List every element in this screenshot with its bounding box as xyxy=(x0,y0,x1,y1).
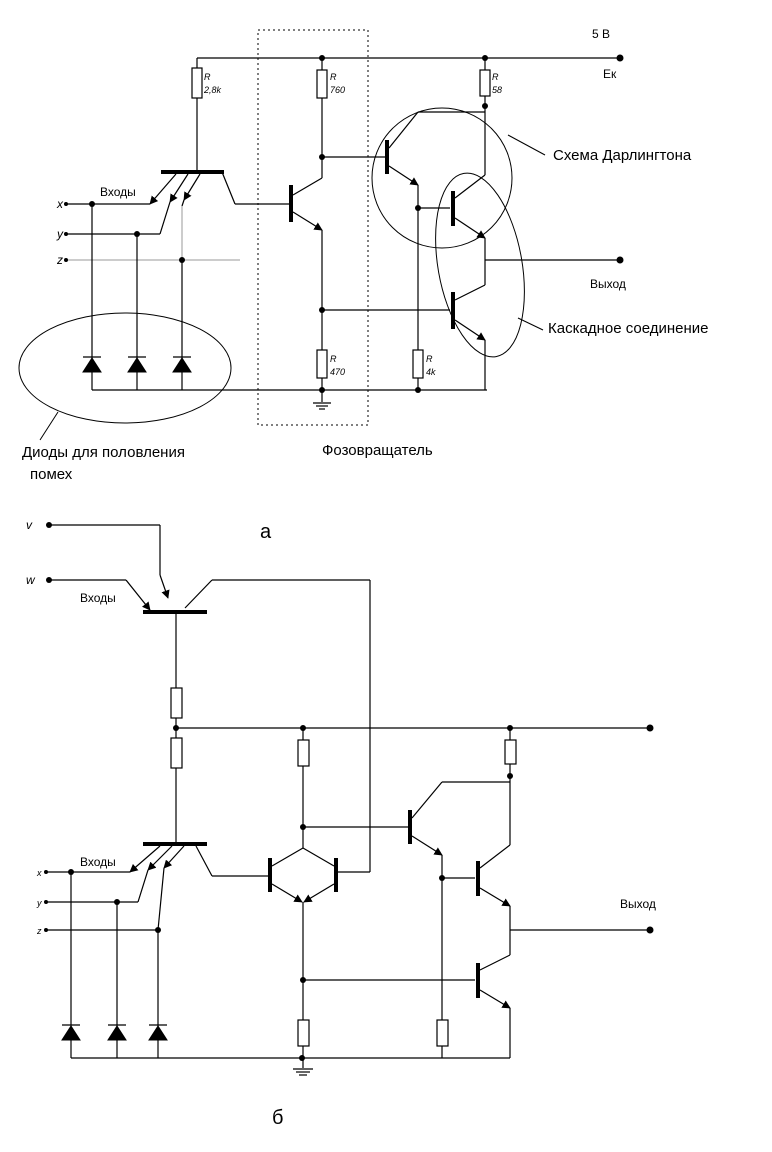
diodes-label-line2: помех xyxy=(30,466,73,483)
diode-b3 xyxy=(149,1025,167,1040)
input-v-label: v xyxy=(26,518,33,532)
output-terminal-a xyxy=(617,257,624,264)
resistor-b4 xyxy=(298,1020,309,1046)
resistor-r1-value: 2,8k xyxy=(203,85,222,95)
diode-a2 xyxy=(128,357,146,372)
phase-splitter-label: Фозовращатель xyxy=(322,442,433,459)
resistor-b2 xyxy=(171,738,182,768)
diode-a1 xyxy=(83,357,101,372)
supply-node-label: Ек xyxy=(603,67,617,81)
resistor-r5-value: 4k xyxy=(426,367,436,377)
supply-terminal xyxy=(617,55,624,62)
output-terminal-b xyxy=(647,927,654,934)
resistor-b6 xyxy=(505,740,516,764)
resistor-r3 xyxy=(480,70,490,96)
inputs-label-bottom: Входы xyxy=(80,855,116,869)
input-w-label: w xyxy=(26,573,36,587)
ground-icon xyxy=(313,403,331,409)
diode-a3 xyxy=(173,357,191,372)
resistor-r2-value: 760 xyxy=(330,85,345,95)
resistor-r2-name: R xyxy=(330,72,337,82)
darlington-circle xyxy=(372,108,512,248)
resistor-r1 xyxy=(192,68,202,98)
supply-voltage-label: 5 В xyxy=(592,27,610,41)
resistor-r1-name: R xyxy=(204,72,211,82)
inputs-label-top: Входы xyxy=(80,591,116,605)
resistor-b1 xyxy=(171,688,182,718)
inputs-label: Входы xyxy=(100,185,136,199)
output-label-a: Выход xyxy=(590,277,626,291)
resistor-r3-name: R xyxy=(492,72,499,82)
diodes-ellipse xyxy=(19,313,231,423)
resistor-r4 xyxy=(317,350,327,378)
resistor-b3 xyxy=(298,740,309,766)
ground-icon-b xyxy=(293,1069,313,1075)
input-x-label: x xyxy=(56,197,64,211)
input-z-label-b: z xyxy=(36,926,42,936)
resistor-r5-name: R xyxy=(426,354,433,364)
cascade-ellipse xyxy=(422,166,537,364)
darlington-label: Схема Дарлингтона xyxy=(553,147,692,164)
diagram-b: v w Входы Входы xyxy=(26,518,656,1129)
resistor-r3-value: 58 xyxy=(492,85,502,95)
cascade-label: Каскадное соединение xyxy=(548,320,709,337)
caption-a: а xyxy=(260,521,272,543)
resistor-r5 xyxy=(413,350,423,378)
phase-splitter-box xyxy=(258,30,368,425)
input-z-label: z xyxy=(56,253,63,267)
diode-b1 xyxy=(62,1025,80,1040)
resistor-r4-name: R xyxy=(330,354,337,364)
resistor-r4-value: 470 xyxy=(330,367,345,377)
supply-terminal-b xyxy=(647,725,654,732)
input-x-label-b: x xyxy=(36,868,42,878)
diode-b2 xyxy=(108,1025,126,1040)
diagram-a: 5 В Ек R 2,8k Входы x y z xyxy=(19,27,709,543)
output-label-b: Выход xyxy=(620,897,656,911)
diodes-label-line1: Диоды для половления xyxy=(22,444,185,461)
resistor-r2 xyxy=(317,70,327,98)
resistor-b5 xyxy=(437,1020,448,1046)
input-y-label: y xyxy=(56,227,64,241)
input-y-label-b: y xyxy=(36,898,42,908)
caption-b: б xyxy=(272,1107,283,1129)
